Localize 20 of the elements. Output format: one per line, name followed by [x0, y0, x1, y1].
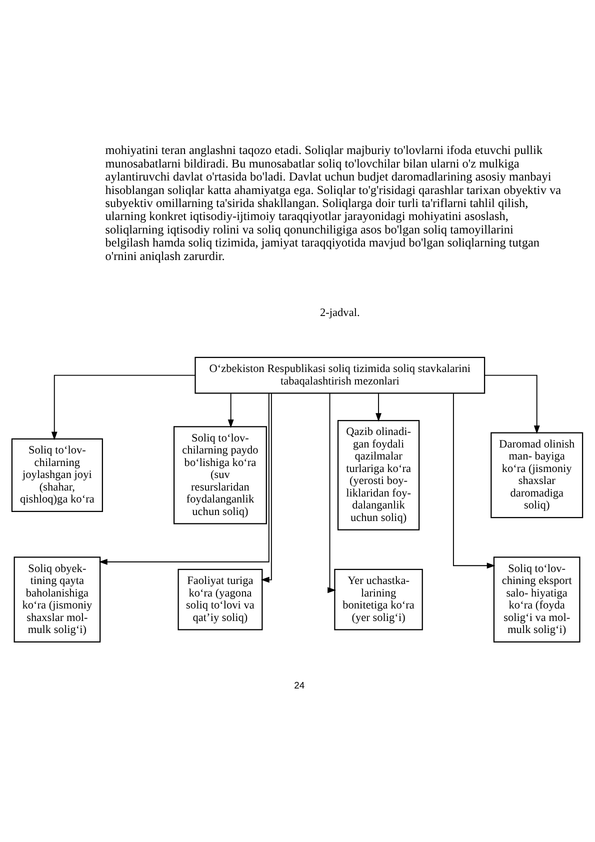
node-box: Daromad olinish man- bayiga ko‘ra (jismoniy shaxslar daromadiga soliq): [490, 432, 584, 518]
node-box: O‘zbekiston Respublikasi soliq tizimida soliq stavkalarini tabaqalashtirish mezonlari: [194, 356, 486, 394]
node-box: Yer uchastka- larining bonitetiga ko‘ra (yer solig‘i): [334, 568, 423, 630]
arrow: [328, 392, 336, 594]
arrow: [260, 392, 272, 583]
node-box: Faoliyat turiga ko‘ra (yagona soliq to‘lovi va qat’iy soliq): [178, 568, 263, 630]
node-box: Soliq to‘lov- chilarning joylashgan joyi (shahar, qishloq)ga ko‘ra: [11, 438, 103, 512]
label: 24: [294, 680, 305, 691]
arrow: [228, 393, 234, 428]
arrow: [51, 374, 196, 440]
label: mohiyatini teran anglashni taqozo etadi. Soliqlar majburiy to'lovlarni ifoda etuvchi pullik munosabatlarni bildiradi. Bu munosabatlar soliq to'lovchilar bilan ularni o'z mulkiga aylantiruvchi davlat o'rtasida bo'ladi. Davlat uchun budjet daromadlarining asosiy manbayi hisoblangan soliqlar katta ahamiyatga ega. Soliqlar to'g'risidagi qarashlar tarixan obyektiv va subyektiv omillarning ta'sirida shakllangan. Soliqlarga doir turli ta'riflarni tahlil qilish, ularning konkret iqtisodiy-ijtimoiy taraqqiyotlar jarayonidagi mohiyatini asoslash, soliqlarning iqtisodiy rolini va soliq qonunchiligiga asos bo'lgan soliq tamoyillarini belgilash hamda soliq tizimida, jamiyat taraqqiyotida mavjud bo'lgan soliqlarning tutgan o'rnini aniqlash zarurdir.: [105, 143, 562, 263]
node-box: Soliq to‘lov- chining eksport salo- hiyatiga ko‘ra (foyda solig‘i va mol-mulk solig‘i): [493, 556, 580, 643]
node-box: Qazib olinadi- gan foydali qazilmalar turlariga ko‘ra (yerosti boy- liklaridan foy- dalanganlik uchun soliq): [337, 420, 420, 530]
arrow: [452, 392, 496, 569]
arrow: [484, 374, 540, 434]
node-box: Soliq to‘lov- chilarning paydo bo‘lishiga ko‘ra (suv resurslaridan foydalanganlik uchun soliq): [174, 426, 267, 524]
arrow: [98, 393, 270, 565]
node-box: Soliq obyek- tining qayta baholanishiga ko‘ra (jismoniy shaxslar mol-mulk solig‘i): [14, 556, 101, 643]
label: 2-jadval.: [320, 307, 360, 320]
arrow: [376, 393, 382, 422]
